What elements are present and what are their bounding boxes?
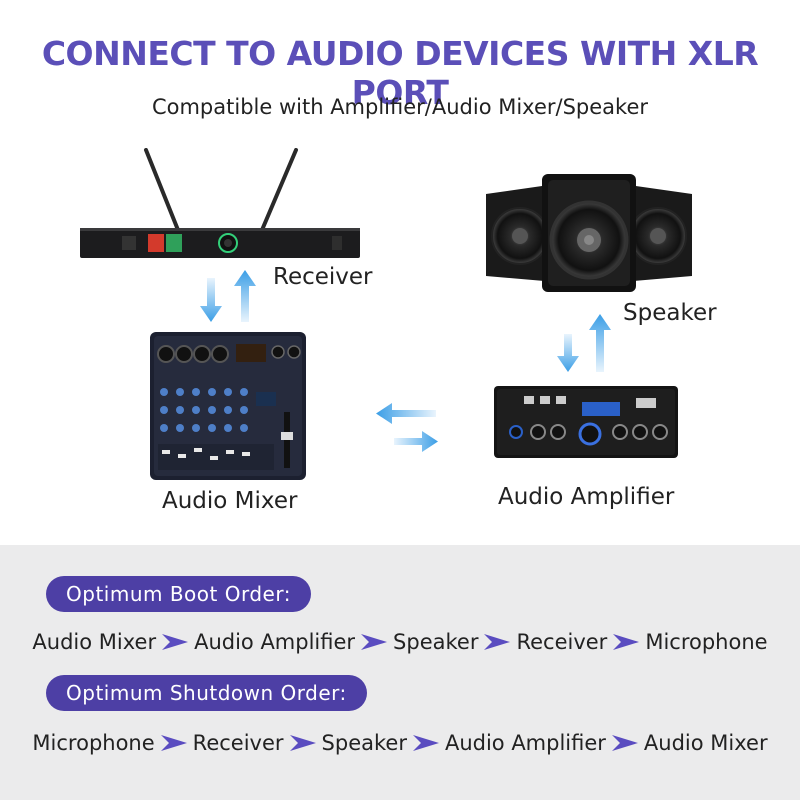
chevron-right-icon <box>611 735 638 751</box>
shutdown-step: Speaker <box>321 731 407 755</box>
shutdown-step: Microphone <box>32 731 155 755</box>
receiver-mixer-arrows <box>200 270 256 322</box>
receiver-image <box>80 148 360 258</box>
arrow-down-icon <box>557 334 579 372</box>
shutdown-order-badge: Optimum Shutdown Order: <box>46 675 367 711</box>
audio-amplifier-label: Audio Amplifier <box>498 484 675 510</box>
arrow-down-icon <box>200 278 222 322</box>
chevron-right-icon <box>361 634 388 650</box>
amplifier-mixer-arrows <box>376 403 438 452</box>
receiver-label: Receiver <box>273 264 373 290</box>
boot-step: Audio Amplifier <box>194 630 356 654</box>
shutdown-step: Audio Amplifier <box>444 731 606 755</box>
shutdown-order-row: Microphone Receiver Speaker Audio Amplif… <box>0 731 800 755</box>
boot-step: Receiver <box>516 630 608 654</box>
audio-mixer-label: Audio Mixer <box>162 488 298 514</box>
boot-step: Speaker <box>393 630 479 654</box>
boot-step: Audio Mixer <box>32 630 157 654</box>
page-title: CONNECT TO AUDIO DEVICES WITH XLR PORT <box>41 34 759 112</box>
arrow-left-icon <box>376 403 436 424</box>
arrow-right-icon <box>394 431 438 452</box>
shutdown-step: Audio Mixer <box>643 731 768 755</box>
chevron-right-icon <box>162 634 189 650</box>
arrow-up-icon <box>234 270 256 322</box>
chevron-right-icon <box>289 735 316 751</box>
boot-step: Microphone <box>645 630 768 654</box>
speaker-image <box>486 174 692 292</box>
shutdown-step: Receiver <box>192 731 284 755</box>
speaker-label: Speaker <box>623 300 717 326</box>
boot-order-row: Audio Mixer Audio Amplifier Speaker Rece… <box>0 630 800 654</box>
arrow-up-icon <box>589 314 611 372</box>
chevron-right-icon <box>484 634 511 650</box>
chevron-right-icon <box>613 634 640 650</box>
audio-amplifier-image <box>494 386 678 458</box>
chevron-right-icon <box>412 735 439 751</box>
speaker-amplifier-arrows <box>557 314 611 372</box>
page-subtitle: Compatible with Amplifier/Audio Mixer/Sp… <box>151 95 649 119</box>
audio-mixer-image <box>150 332 306 480</box>
boot-order-badge: Optimum Boot Order: <box>46 576 311 612</box>
chevron-right-icon <box>160 735 187 751</box>
